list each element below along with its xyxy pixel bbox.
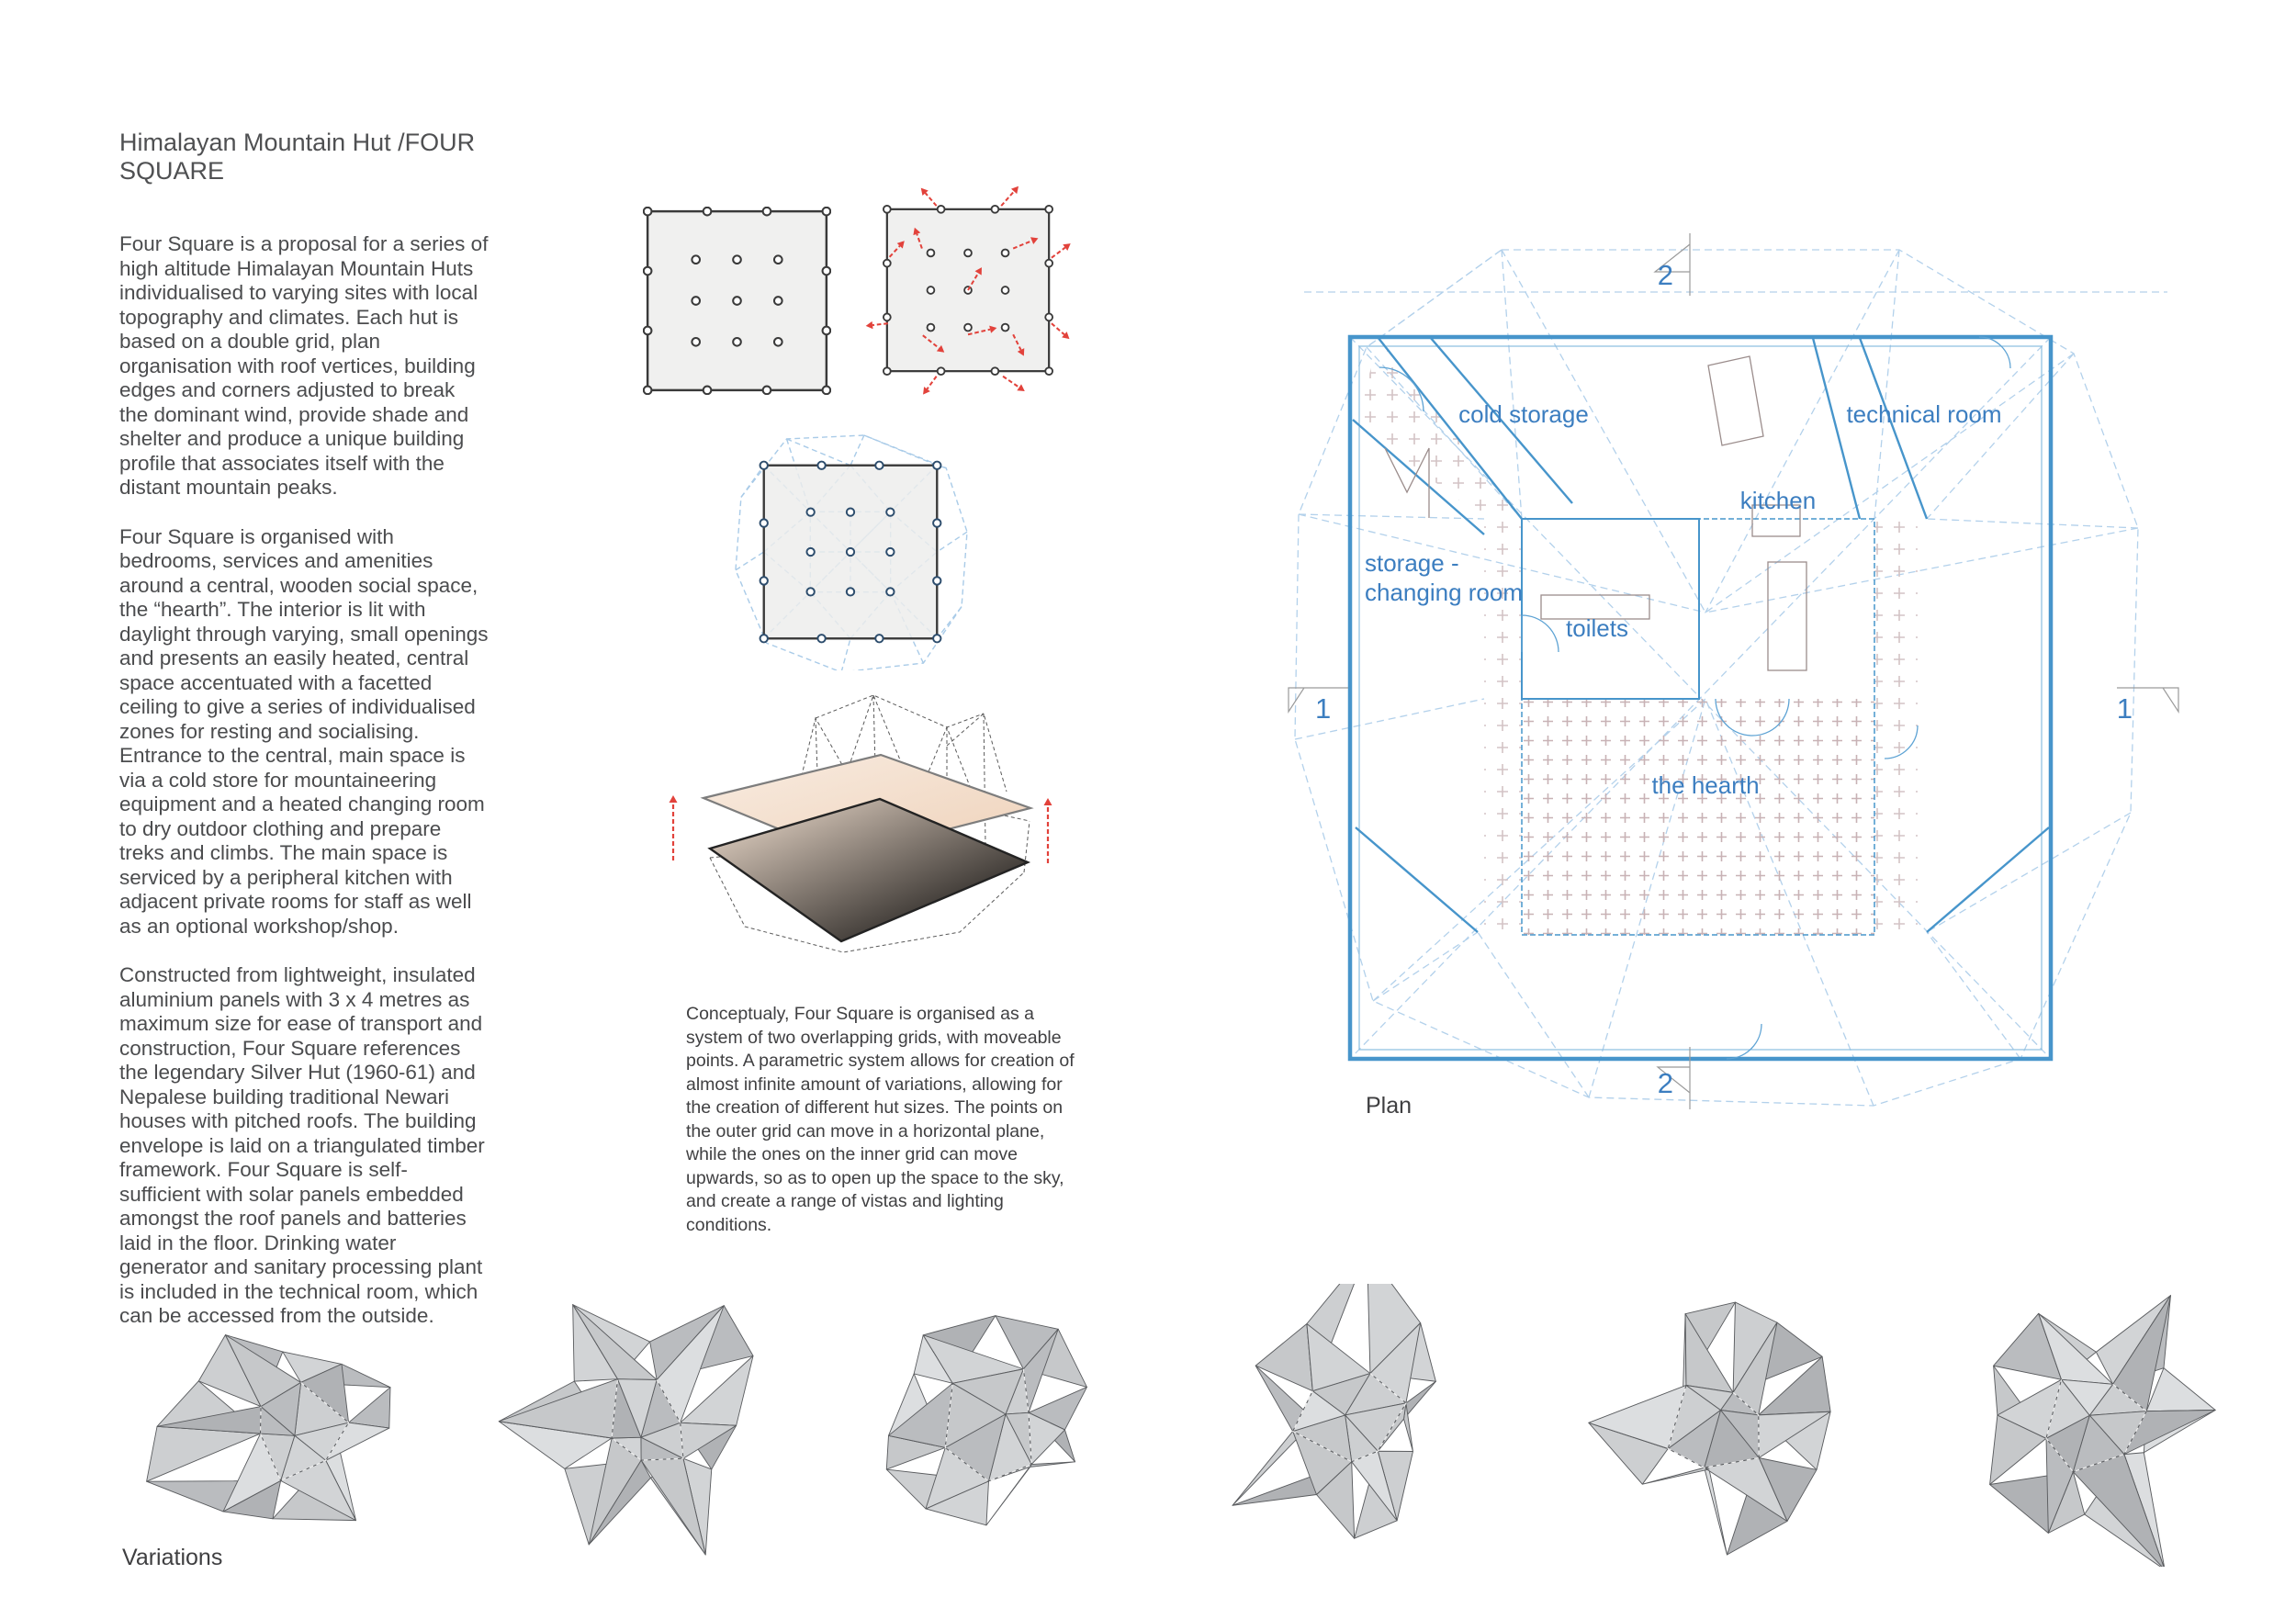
section-markers: 2 2 1 1 [1288,233,2179,1109]
section-marker-2-top: 2 [1658,259,1673,291]
room-label-toilets: toilets [1566,614,1628,642]
lower-plane [707,797,1031,943]
axonometric-planes-diagram [669,693,1052,953]
variation-model-3 [885,1315,1087,1526]
plan-caption: Plan [1366,1093,1412,1119]
plus-texture-zones [1356,339,1918,935]
variation-model-4 [1232,1284,1436,1539]
page-title: Himalayan Mountain Hut /FOUR SQUARE [119,129,476,185]
body-paragraph: Four Square is organised with bedrooms, … [119,524,489,938]
variations-caption: Variations [122,1545,223,1570]
variation-model-6 [1989,1295,2216,1567]
room-label-technical-room: technical room [1846,400,2001,428]
plan-furniture [1384,355,1807,671]
plan-dashed-grid [1294,249,2167,1107]
triangulated-grid-diagram [735,434,968,670]
floor-plan: cold storage technical room kitchen stor… [1288,233,2179,1119]
left-text-column: Himalayan Mountain Hut /FOUR SQUARE Four… [119,129,489,1354]
room-label-kitchen: kitchen [1740,487,1816,514]
room-label-hearth: the hearth [1651,771,1759,799]
section-marker-2-bottom: 2 [1658,1067,1673,1099]
room-label-storage-line2: changing room [1365,579,1523,606]
room-label-cold-storage: cold storage [1458,400,1589,428]
variation-model-5 [1588,1301,1831,1556]
concept-caption: Conceptualy, Four Square is organised as… [686,1004,1075,1235]
body-paragraph: Constructed from lightweight, insulated … [119,963,485,1327]
section-marker-1-left: 1 [1315,692,1331,725]
plan-labels: cold storage technical room kitchen stor… [1365,400,2002,1119]
body-paragraph: Four Square is a proposal for a series o… [119,232,489,499]
grid-square-diagram [643,207,831,395]
variation-model-1 [146,1334,391,1522]
room-label-storage-line1: storage - [1365,549,1459,577]
variation-model-2 [498,1304,754,1556]
section-marker-1-right: 1 [2117,692,2133,725]
perturbed-grid-diagram [865,186,1071,395]
plan-walls [1347,334,2054,1062]
